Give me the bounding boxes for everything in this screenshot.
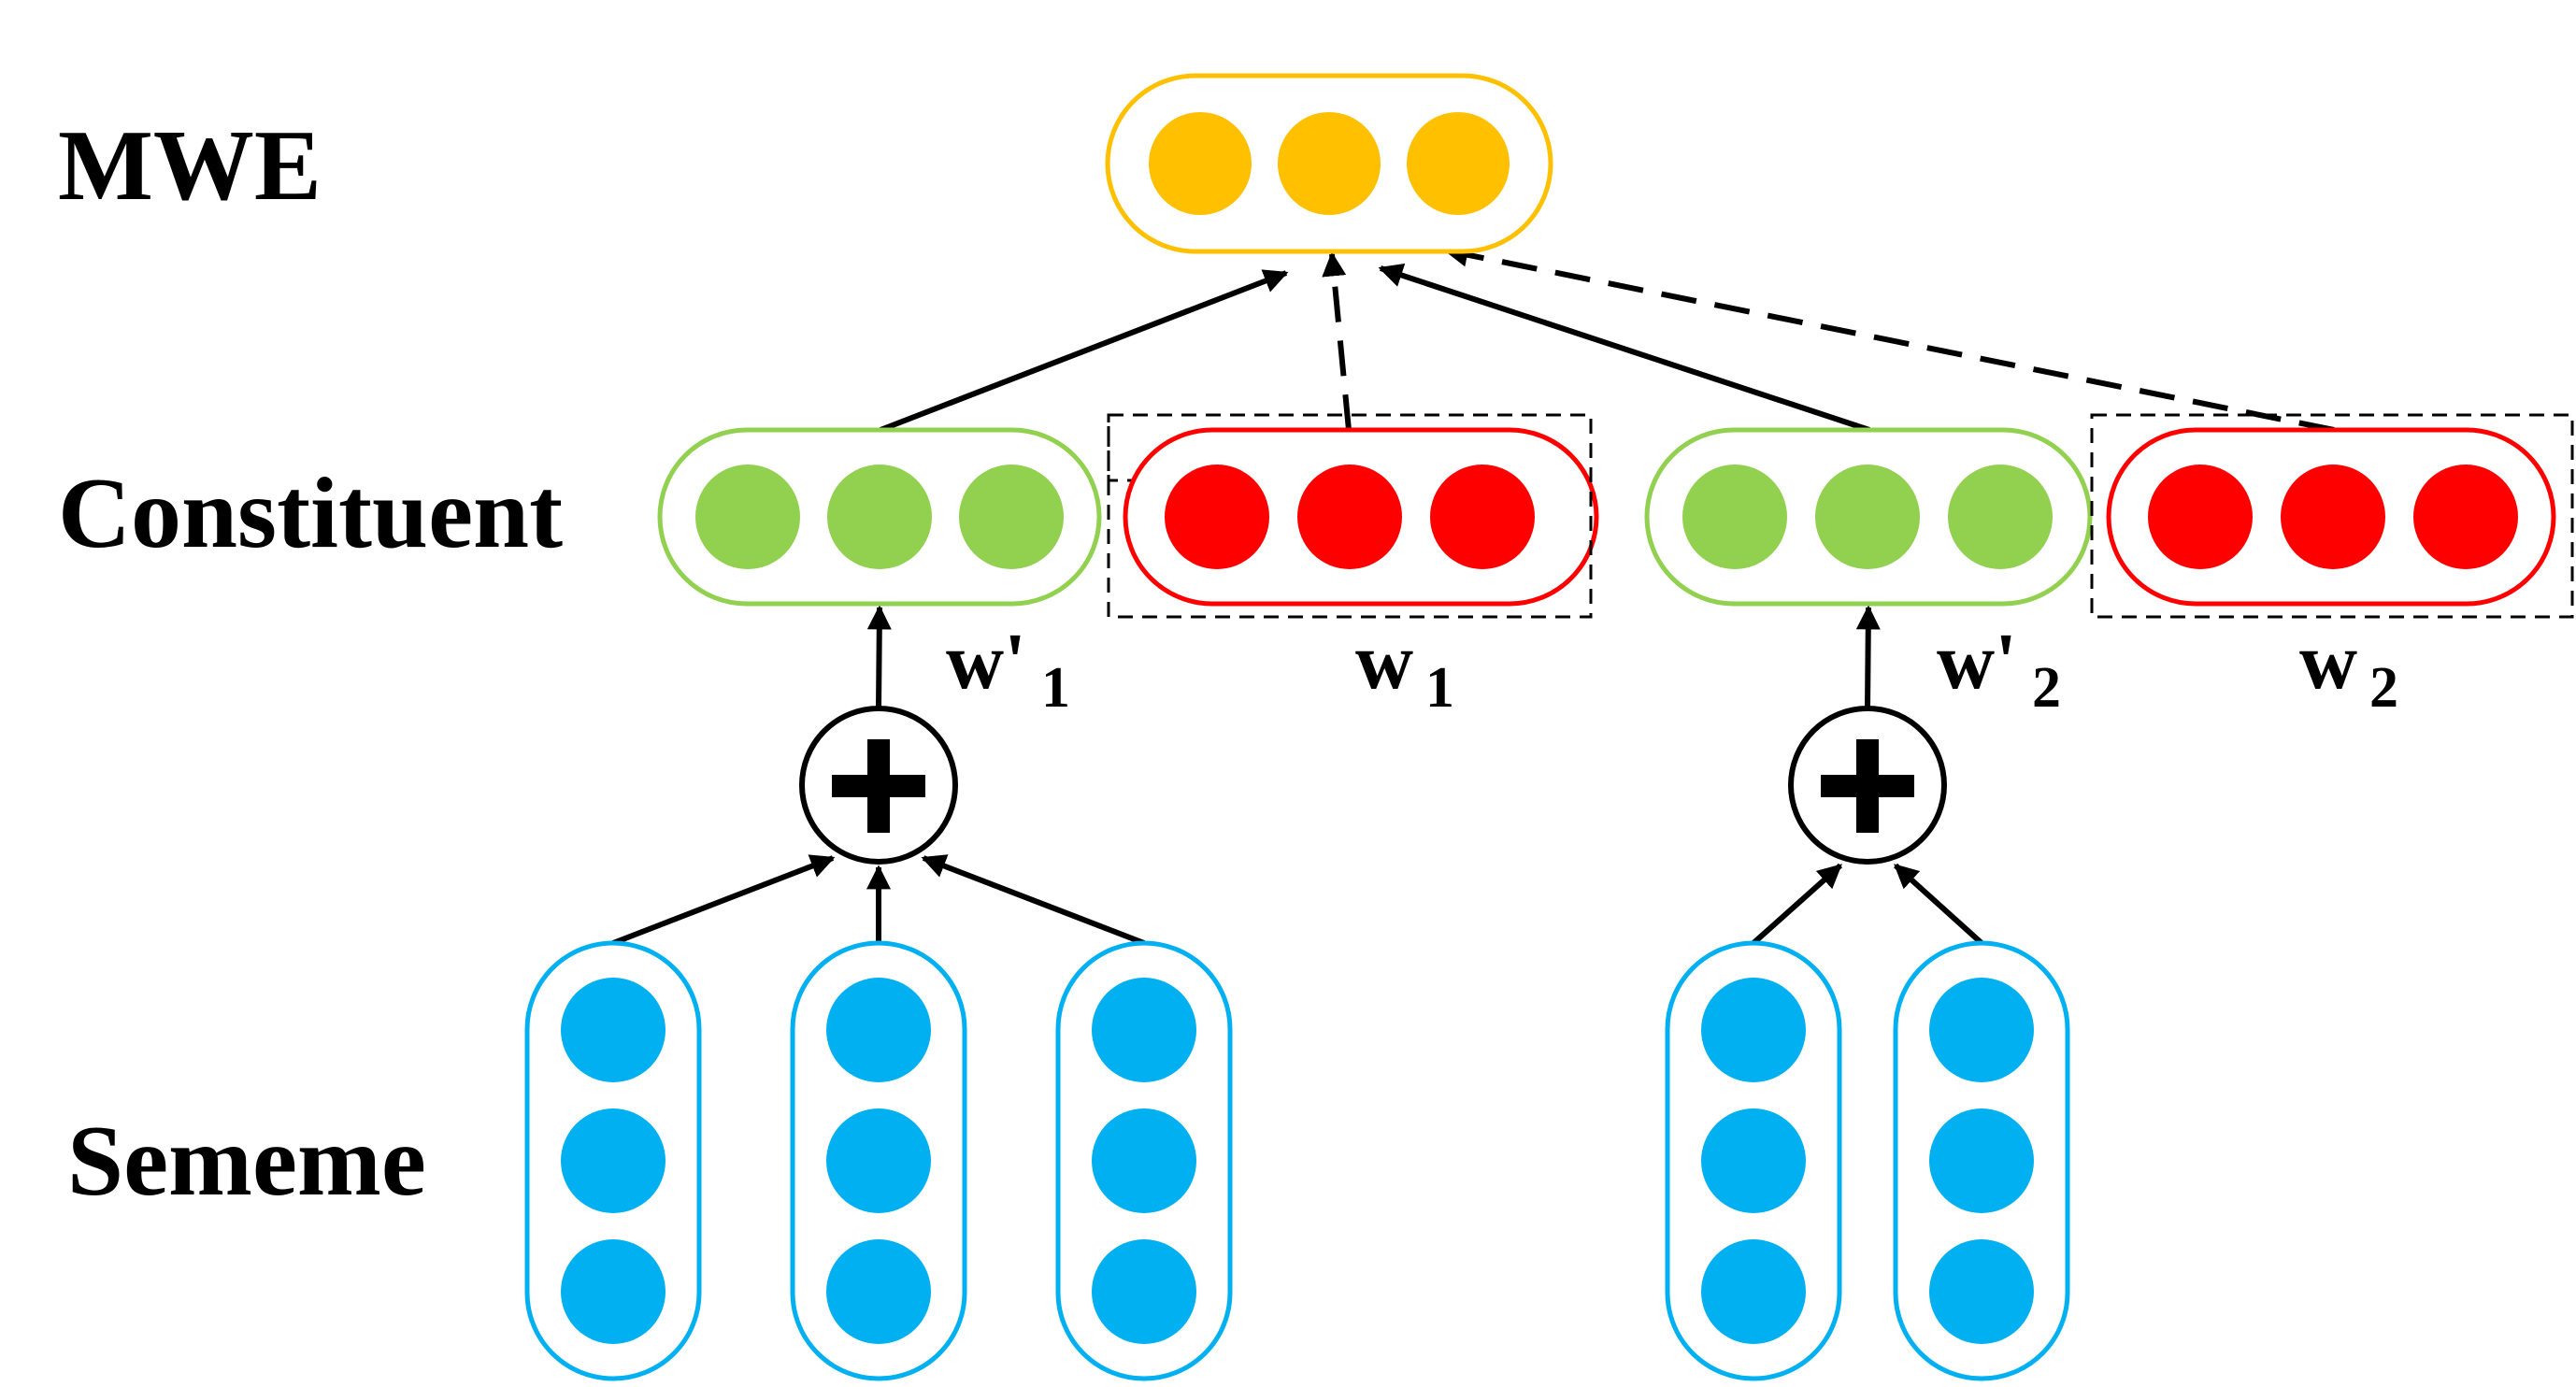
constituent-unit xyxy=(1815,465,1920,569)
edge-sememe3-to-plus1 xyxy=(921,854,1146,946)
word-unit xyxy=(1430,465,1535,569)
edge-w2prime-to-mwe xyxy=(1378,264,1870,433)
sememe-vector-3 xyxy=(1055,940,1233,1381)
word-label-w2-prime: w' 2 xyxy=(1937,616,2061,720)
svg-text:w': w' xyxy=(1937,616,2017,706)
sememe-unit xyxy=(1092,1239,1196,1344)
word-unit xyxy=(2413,465,2518,569)
edge-w1prime-to-mwe xyxy=(879,269,1289,433)
svg-text:2: 2 xyxy=(2369,656,2398,720)
plus-edges xyxy=(866,605,1881,709)
constituent-w1-prime xyxy=(657,427,1102,607)
sememe-unit xyxy=(1092,1108,1196,1213)
mwe-vector xyxy=(1105,73,1553,254)
mwe-edges xyxy=(879,242,2335,433)
word-label-w1-prime: w' 1 xyxy=(946,616,1070,720)
edge-sememe5-to-plus2 xyxy=(1893,863,1984,946)
edge-sememe4-to-plus2 xyxy=(1752,863,1842,946)
word-w1-vector xyxy=(1123,427,1599,607)
mwe-unit xyxy=(1149,112,1252,215)
constituent-unit xyxy=(827,465,932,569)
sememe-unit xyxy=(1701,1239,1806,1344)
svg-text:w: w xyxy=(1355,616,1413,706)
svg-text:1: 1 xyxy=(1425,656,1454,720)
sememe-unit xyxy=(561,1239,665,1344)
edge-w1-to-mwe xyxy=(1322,251,1352,431)
constituent-row-label: Constituent xyxy=(58,458,563,569)
edge-w2-to-mwe xyxy=(1443,242,2335,433)
sememe-unit xyxy=(826,978,931,1082)
edge-plus1-to-w1prime xyxy=(866,605,892,709)
sememe-unit xyxy=(1092,978,1196,1082)
sememe-unit xyxy=(826,1108,931,1213)
mwe-unit xyxy=(1407,112,1510,215)
sememe-vector-5 xyxy=(1893,940,2070,1381)
plus-circle-icon xyxy=(799,706,958,865)
mwe-unit xyxy=(1278,112,1381,215)
sememe-unit xyxy=(1929,1108,2034,1213)
word-unit xyxy=(2281,465,2385,569)
constituent-unit xyxy=(1948,465,2053,569)
constituent-unit xyxy=(695,465,800,569)
mwe-row-label: MWE xyxy=(58,110,322,222)
sememe-unit xyxy=(826,1239,931,1344)
constituent-unit xyxy=(1682,465,1787,569)
plus-circle-icon xyxy=(1788,706,1947,865)
word-unit xyxy=(1297,465,1402,569)
word-unit xyxy=(2148,465,2253,569)
sememe-vector-2 xyxy=(790,940,967,1381)
sememe-row-label: Sememe xyxy=(67,1106,426,1217)
constituent-unit xyxy=(959,465,1064,569)
sememe-edges xyxy=(611,854,1984,946)
svg-text:w': w' xyxy=(946,616,1026,706)
sememe-unit xyxy=(561,1108,665,1213)
sememe-unit xyxy=(1929,1239,2034,1344)
constituent-w2-prime xyxy=(1644,427,2093,607)
sememe-unit xyxy=(1701,978,1806,1082)
sememe-vector-4 xyxy=(1665,940,1842,1381)
word-label-w2: w 2 xyxy=(2299,616,2398,720)
sememe-unit xyxy=(1701,1108,1806,1213)
word-w2-frame xyxy=(2090,413,2574,619)
word-w2-vector xyxy=(2106,427,2556,607)
word-w1-frame xyxy=(1107,413,1593,619)
sememe-unit xyxy=(561,978,665,1082)
word-unit xyxy=(1165,465,1269,569)
sememe-vector-1 xyxy=(524,940,702,1381)
sememe-unit xyxy=(1929,978,2034,1082)
svg-text:2: 2 xyxy=(2032,656,2061,720)
svg-text:1: 1 xyxy=(1041,656,1070,720)
svg-text:w: w xyxy=(2299,616,2357,706)
edge-sememe1-to-plus1 xyxy=(611,854,836,946)
word-label-w1: w 1 xyxy=(1355,616,1454,720)
